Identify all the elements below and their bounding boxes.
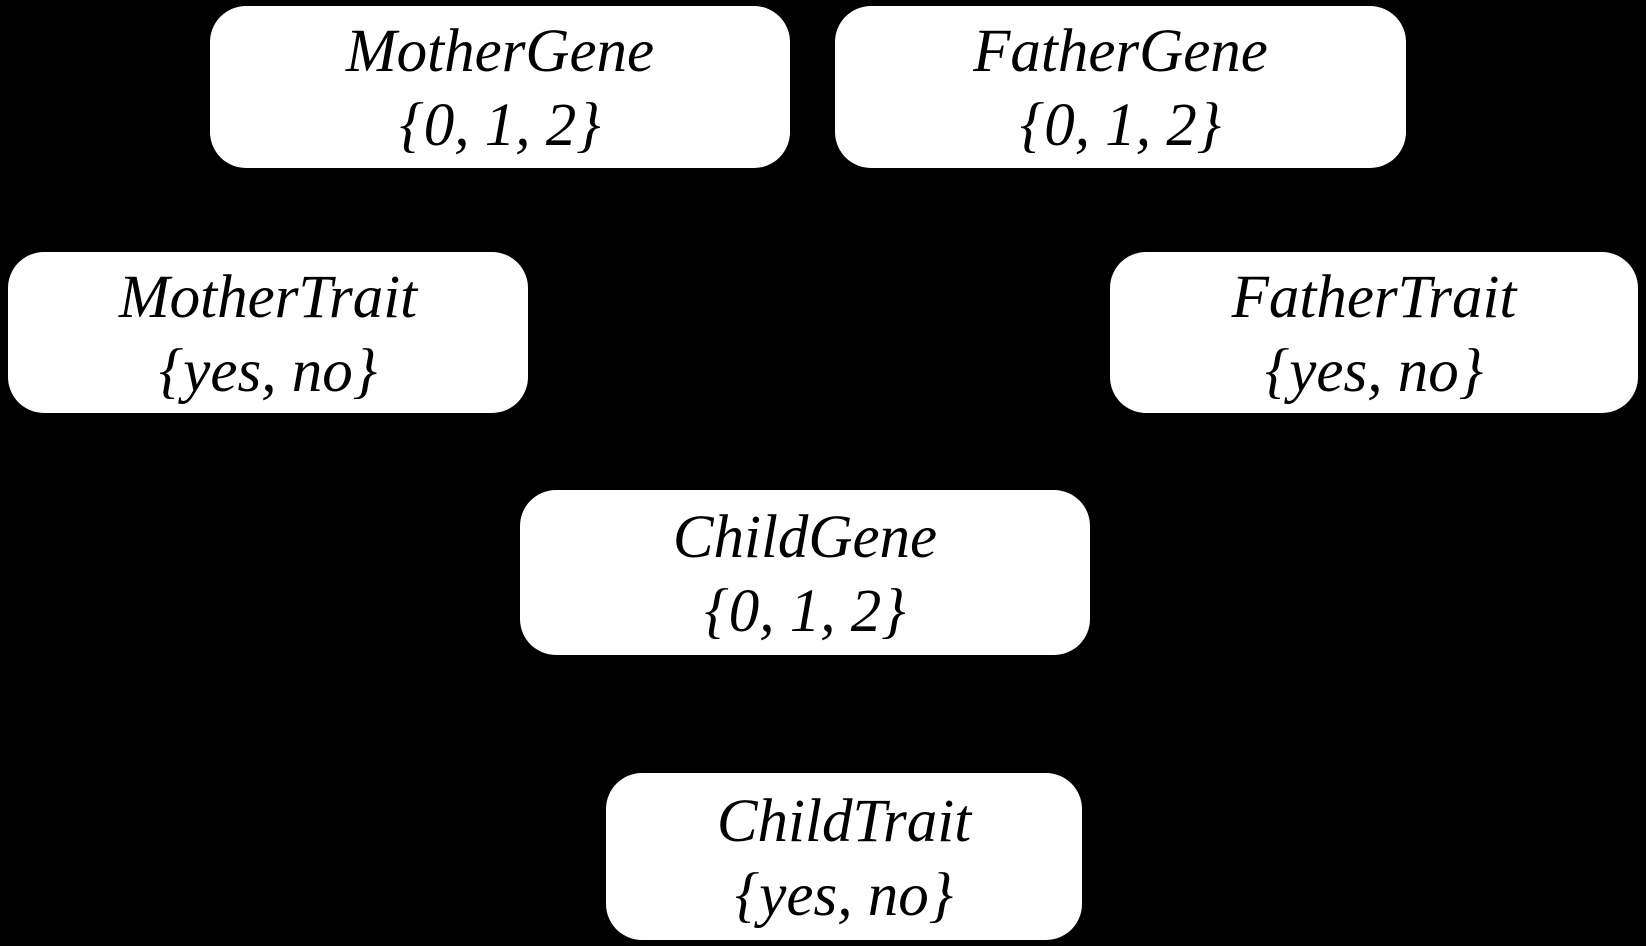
node-father-trait: FatherTrait {yes, no}: [1110, 252, 1638, 413]
node-mother-trait: MotherTrait {yes, no}: [8, 252, 528, 413]
node-child-gene: ChildGene {0, 1, 2}: [520, 490, 1090, 655]
node-mother-trait-values: {yes, no}: [158, 337, 378, 405]
node-father-gene-values: {0, 1, 2}: [1019, 92, 1222, 159]
node-mother-trait-title: MotherTrait: [118, 263, 418, 331]
node-mother-gene-values: {0, 1, 2}: [399, 92, 601, 159]
node-mother-gene: MotherGene {0, 1, 2}: [210, 6, 790, 168]
node-child-trait: ChildTrait {yes, no}: [606, 773, 1082, 940]
node-father-gene: FatherGene {0, 1, 2}: [835, 6, 1406, 168]
node-father-trait-title: FatherTrait: [1231, 263, 1517, 331]
node-child-trait-title: ChildTrait: [716, 787, 972, 855]
node-father-trait-values: {yes, no}: [1264, 337, 1484, 405]
node-mother-gene-title: MotherGene: [345, 18, 655, 85]
node-father-gene-title: FatherGene: [973, 18, 1268, 85]
node-child-gene-values: {0, 1, 2}: [704, 577, 906, 645]
node-child-trait-values: {yes, no}: [734, 861, 954, 929]
node-child-gene-title: ChildGene: [672, 503, 938, 571]
